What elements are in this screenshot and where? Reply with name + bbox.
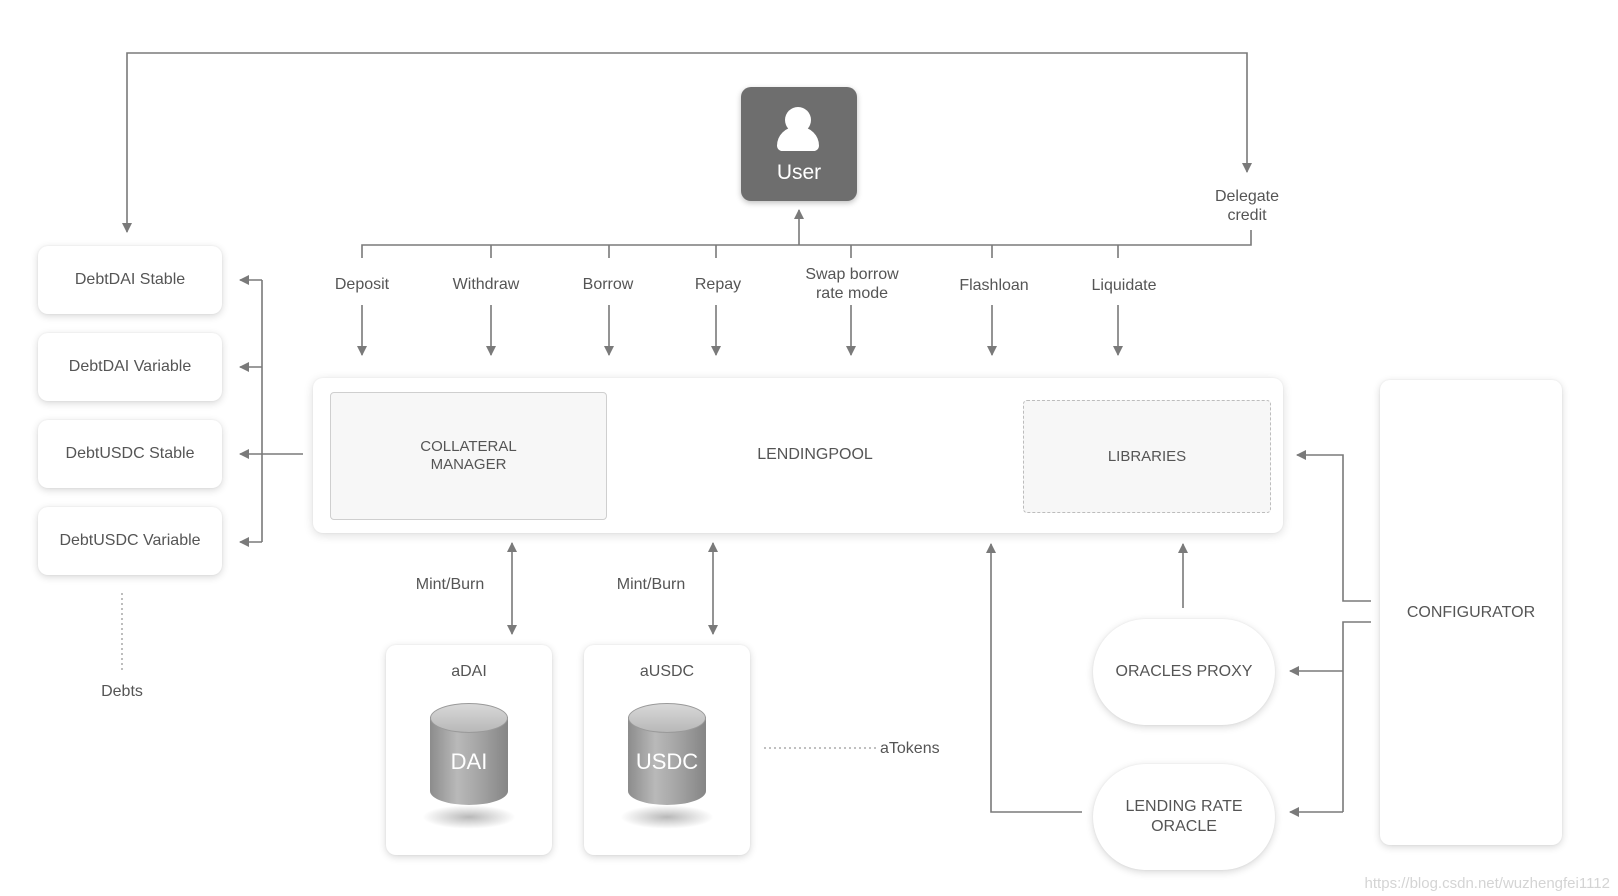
libraries: LIBRARIES [1023, 400, 1271, 513]
configurator-to-oracles-line [1342, 621, 1371, 812]
oracles-proxy: ORACLES PROXY [1093, 619, 1275, 725]
collateral-manager: COLLATERAL MANAGER [330, 392, 607, 520]
debt-dai-variable: DebtDAI Variable [38, 333, 222, 401]
action-deposit: Deposit [334, 276, 390, 293]
delegate-credit-label: Delegate credit [1214, 188, 1280, 224]
rate-oracle-to-pool-arrow [986, 543, 1082, 813]
user-label: User [776, 161, 822, 184]
debts-label: Debts [101, 683, 143, 700]
atoken-adai-card: aDAI DAI [386, 645, 552, 855]
action-swap-borrow-rate-mode: Swap borrow rate mode [805, 266, 899, 302]
configurator: CONFIGURATOR [1380, 380, 1562, 845]
atoken-ausdc-name: aUSDC [639, 663, 695, 680]
configurator-to-pool-arrow [1296, 450, 1371, 602]
debt-dai-stable: DebtDAI Stable [38, 246, 222, 314]
dai-cylinder-icon: DAI [422, 701, 516, 829]
usdc-cylinder-label: USDC [635, 749, 699, 774]
atoken-ausdc-card: aUSDC USDC [584, 645, 750, 855]
atokens-label: aTokens [880, 740, 940, 757]
action-liquidate: Liquidate [1091, 277, 1157, 294]
atoken-adai-name: aDAI [451, 663, 487, 680]
action-borrow: Borrow [582, 276, 634, 293]
dai-cylinder-label: DAI [450, 749, 488, 774]
debt-usdc-stable: DebtUSDC Stable [38, 420, 222, 488]
action-bar-line [361, 230, 1252, 258]
action-withdraw: Withdraw [452, 276, 520, 293]
action-flashloan: Flashloan [959, 277, 1029, 294]
lending-rate-oracle: LENDING RATE ORACLE [1093, 764, 1275, 870]
mint-burn-label-ausdc: Mint/Burn [616, 576, 686, 593]
watermark: https://blog.csdn.net/wuzhengfei1112 [1364, 875, 1610, 892]
lendingpool-label: LENDINGPOOL [757, 446, 873, 463]
usdc-cylinder-icon: USDC [620, 701, 714, 829]
delegate-credit-loop-line [122, 52, 1252, 233]
action-repay: Repay [694, 276, 742, 293]
user-box: User [741, 87, 857, 201]
mint-burn-label-adai: Mint/Burn [415, 576, 485, 593]
debt-usdc-variable: DebtUSDC Variable [38, 507, 222, 575]
